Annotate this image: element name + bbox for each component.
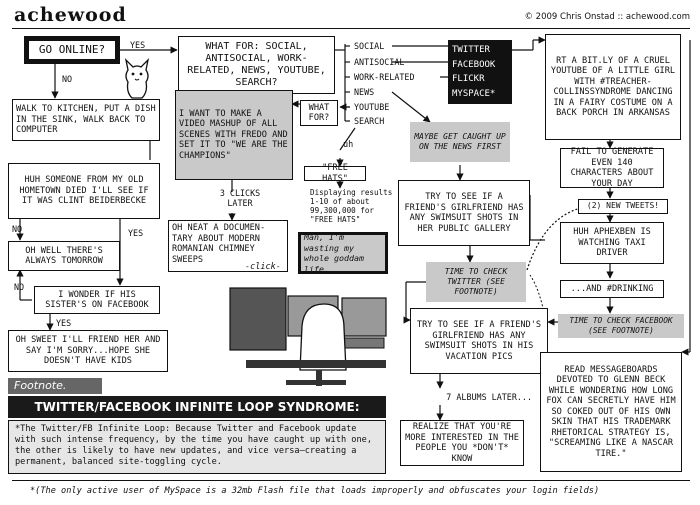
- check-twitter-node: TIME TO CHECK TWITTER (SEE FOOTNOTE): [426, 262, 526, 302]
- swimsuit-gallery-node: TRY TO SEE IF A FRIEND'S GIRLFRIEND HAS …: [398, 180, 530, 246]
- uh-label: uh: [343, 140, 354, 150]
- three-clicks-label: 3 CLICKS LATER: [219, 188, 261, 208]
- copyright-notice: © 2009 Chris Onstad :: achewood.com: [524, 12, 690, 22]
- video-mashup-node: I WANT TO MAKE A VIDEO MASHUP OF ALL SCE…: [175, 90, 293, 180]
- footer-divider: [12, 480, 690, 481]
- sister-facebook-node: I WONDER IF HIS SISTER'S ON FACEBOOK: [34, 286, 160, 314]
- cat-character-icon: [124, 58, 150, 99]
- social-sites-list: TWITTER FACEBOOK FLICKR MYSPACE*: [448, 40, 512, 104]
- click-sound-label: -click-: [245, 262, 281, 272]
- glenn-beck-node: READ MESSAGEBOARDS DEVOTED TO GLENN BECK…: [540, 352, 682, 472]
- achewood-logo: achewood: [14, 4, 127, 26]
- computer-desk-illustration: [229, 287, 387, 386]
- swimsuit-vacation-node: TRY TO SEE IF A FRIEND'S GIRLFRIEND HAS …: [410, 308, 548, 374]
- aphexben-node: HUH APHEXBEN IS WATCHING TAXI DRIVER: [560, 222, 664, 264]
- footnote-title-banner: TWITTER/FACEBOOK INFINITE LOOP SYNDROME:: [8, 396, 386, 418]
- wasting-life-node: Man, I'm wasting my whole goddam life.: [298, 232, 388, 274]
- yes-label-1: YES: [130, 40, 146, 50]
- what-for-node: WHAT FOR: SOCIAL, ANTISOCIAL, WORK-RELAT…: [178, 36, 335, 94]
- walk-to-kitchen-node: WALK TO KITCHEN, PUT A DISH IN THE SINK,…: [12, 99, 160, 141]
- option-search: SEARCH: [354, 116, 385, 126]
- myspace-footnote: *(The only active user of MySpace is a 3…: [30, 486, 600, 496]
- option-work-related: WORK-RELATED: [354, 72, 415, 82]
- site-myspace: MYSPACE*: [452, 88, 496, 99]
- yes-label-3: YES: [56, 318, 72, 328]
- site-facebook: FACEBOOK: [452, 59, 496, 70]
- no-label-3: NO: [14, 282, 25, 292]
- cruel-youtube-node: RT A BIT.LY OF A CRUEL YOUTUBE OF A LITT…: [545, 34, 681, 140]
- seven-albums-label: 7 ALBUMS LATER...: [446, 392, 532, 402]
- catch-up-news-node: MAYBE GET CAUGHT UP ON THE NEWS FIRST: [410, 122, 510, 162]
- hometown-death-node: HUH SOMEONE FROM MY OLD HOMETOWN DIED I'…: [8, 163, 160, 219]
- drinking-node: ...AND #DRINKING: [560, 280, 664, 298]
- option-news: NEWS: [354, 87, 375, 97]
- friend-sister-node: OH SWEET I'LL FRIEND HER AND SAY I'M SOR…: [8, 330, 168, 372]
- header-divider: [12, 28, 690, 29]
- romanian-documentary-node: OH NEAT A DOCUMEN-TARY ABOUT MODERN ROMA…: [168, 220, 288, 272]
- check-facebook-node: TIME TO CHECK FACEBOOK (SEE FOOTNOTE): [558, 314, 684, 338]
- new-tweets-node: (2) NEW TWEETS!: [578, 199, 668, 214]
- option-youtube: YOUTUBE: [354, 102, 390, 112]
- site-twitter: TWITTER: [452, 45, 490, 55]
- no-label-2: NO: [12, 224, 23, 234]
- option-antisocial: ANTISOCIAL: [354, 57, 405, 67]
- go-online-node: GO ONLINE?: [24, 36, 120, 64]
- oh-well-node: OH WELL THERE'S ALWAYS TOMORROW: [8, 241, 120, 271]
- free-hats-search-node: "FREE HATS": [304, 163, 366, 184]
- what-for-question-node: WHAT FOR?: [300, 100, 338, 126]
- footnote-tab: Footnote.: [8, 378, 102, 394]
- search-results-text: Displaying results 1-10 of about 99,300,…: [310, 188, 393, 224]
- no-label-1: NO: [62, 74, 73, 84]
- realize-node: REALIZE THAT YOU'RE MORE INTERESTED IN T…: [400, 420, 524, 466]
- fail-to-generate-node: FAIL TO GENERATE EVEN 140 CHARACTERS ABO…: [560, 147, 664, 189]
- yes-label-2: YES: [128, 228, 144, 238]
- option-social: SOCIAL: [354, 41, 385, 51]
- footnote-body: *The Twitter/FB Infinite Loop: Because T…: [8, 420, 386, 474]
- site-flickr: FLICKR: [452, 74, 485, 84]
